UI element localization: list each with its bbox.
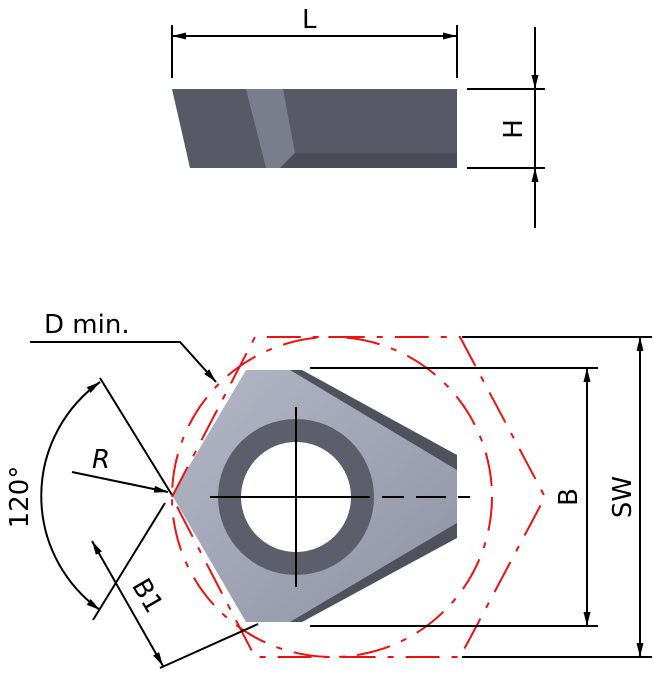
angle-line-upper: [99, 377, 173, 496]
b-label: B: [554, 488, 584, 506]
side-bottom-edge: [280, 153, 457, 168]
length-label: L: [302, 5, 317, 35]
d-min-label: D min.: [44, 310, 130, 340]
radius-label: R: [92, 445, 110, 475]
top-view: B SW D min. 120° R B1: [5, 310, 652, 669]
sw-label: SW: [608, 476, 638, 518]
b1-dimension: [91, 540, 164, 667]
insert-edge-bottom: [290, 523, 457, 622]
d-min-leader: [30, 341, 217, 383]
angle-label: 120°: [5, 466, 35, 529]
side-view: L H: [171, 5, 545, 228]
angle-arc: [40, 381, 101, 611]
b1-ext: [159, 623, 259, 669]
height-label: H: [499, 119, 529, 139]
side-bevel: [246, 89, 295, 168]
side-body: [172, 89, 457, 168]
radius-leader: [71, 471, 169, 493]
insert-edge-top: [290, 370, 457, 470]
